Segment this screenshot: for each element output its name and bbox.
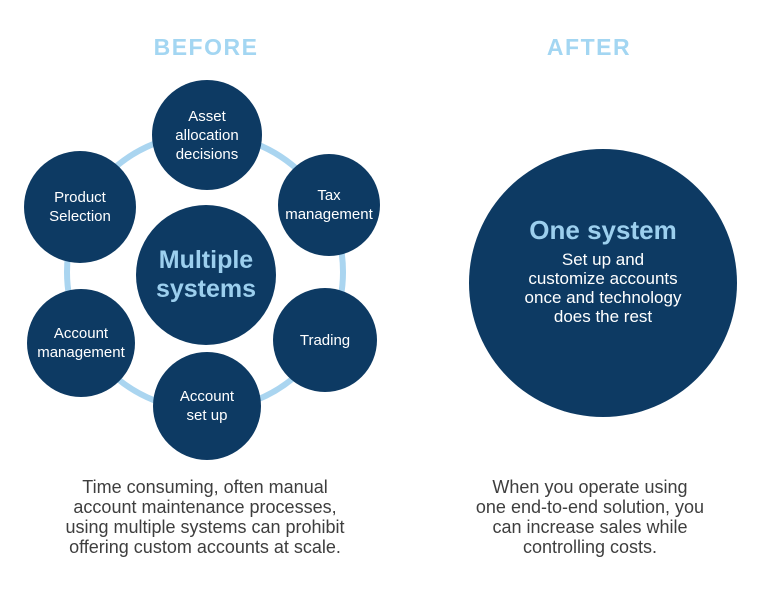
circle-one-system: One system Set up and customize accounts… (469, 149, 737, 417)
circle-account-set-up: Account set up (153, 352, 261, 460)
product-selection-label: Product Selection (49, 189, 111, 225)
after-caption: When you operate using one end-to-end so… (475, 477, 705, 557)
before-caption: Time consuming, often manual account mai… (65, 477, 345, 557)
before-header: BEFORE (153, 34, 259, 60)
circle-product-selection: Product Selection (24, 151, 136, 263)
one-system-title: One system (529, 214, 677, 245)
account-set-up-label: Account set up (179, 388, 235, 424)
trading-label: Trading (299, 331, 351, 349)
circle-tax-management: Tax management (278, 154, 380, 256)
circle-asset-allocation-decisions: Asset allocation decisions (152, 80, 262, 190)
multiple-systems-label: Multiple systems (155, 246, 257, 303)
circle-account-management: Account management (27, 289, 135, 397)
tax-management-label: Tax management (285, 187, 373, 223)
asset-allocation-decisions-label: Asset allocation decisions (175, 107, 239, 163)
account-management-label: Account management (37, 325, 125, 361)
circle-trading: Trading (273, 288, 377, 392)
circle-multiple-systems: Multiple systems (136, 205, 276, 345)
after-header: AFTER (546, 34, 632, 60)
one-system-body: Set up and customize accounts once and t… (524, 249, 682, 326)
